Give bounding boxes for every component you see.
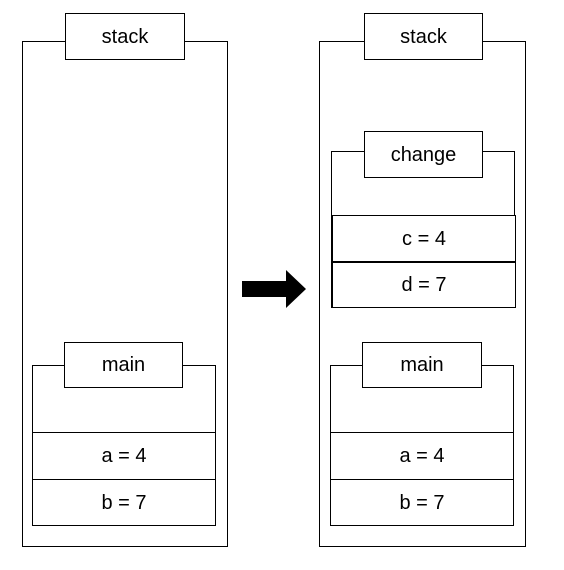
right-change-var-c: c = 4	[332, 215, 516, 262]
right-change-frame-title: change	[364, 131, 483, 178]
left-main-var-b: b = 7	[32, 479, 216, 526]
right-main-frame-title: main	[362, 342, 482, 388]
right-stack-title: stack	[364, 13, 483, 60]
left-main-frame-title: main	[64, 342, 183, 388]
right-change-var-d: d = 7	[332, 262, 516, 308]
right-main-var-b: b = 7	[330, 479, 514, 526]
left-main-var-a: a = 4	[32, 432, 216, 480]
right-arrow-icon	[242, 270, 306, 308]
left-stack-title: stack	[65, 13, 185, 60]
right-main-var-a: a = 4	[330, 432, 514, 480]
